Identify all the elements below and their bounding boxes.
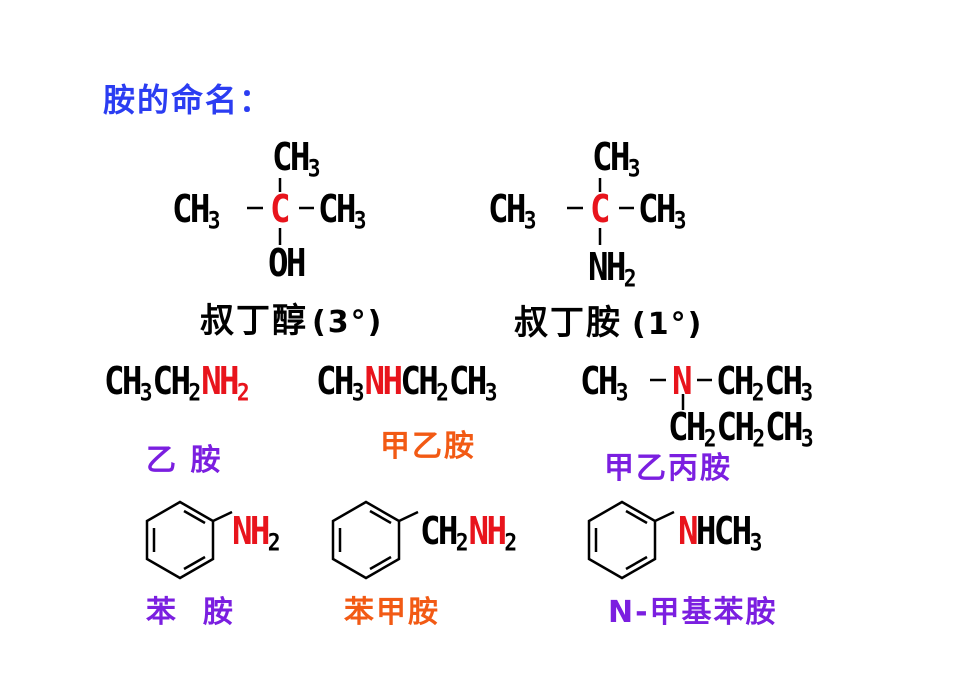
methylethylpropylamine-left: CH3: [580, 359, 629, 407]
benzylamine-name: 苯甲胺: [344, 595, 440, 630]
tbuamine-center-carbon: C: [590, 187, 611, 231]
n-methylaniline-name: N-甲基苯胺: [608, 595, 778, 630]
methylethylpropylamine-propyl: CH2CH2CH3: [668, 405, 814, 453]
tbuamine-right-methyl: CH3: [638, 187, 687, 235]
methylethylpropylamine-ethyl: CH2CH3: [716, 359, 814, 407]
methylethylpropylamine-nitrogen: N: [672, 359, 693, 403]
ethylamine-name: 乙 胺: [146, 443, 223, 478]
aniline-group: NH2: [232, 509, 281, 557]
tbuamine-top-methyl: CH3: [592, 135, 641, 183]
tbuoh-left-methyl: CH3: [172, 187, 221, 235]
tbuoh-right-methyl: CH3: [318, 187, 367, 235]
n-methylaniline-group: NHCH3: [678, 509, 763, 557]
methylethylpropylamine-name: 甲乙丙胺: [604, 451, 732, 486]
tbuoh-center-carbon: C: [270, 187, 291, 231]
benzene-ring-1: [145, 500, 215, 580]
tbuamine-name: 叔丁胺(1°): [514, 303, 704, 343]
tbuoh-hydroxyl: OH: [268, 241, 306, 285]
page-title: 胺的命名：: [103, 81, 274, 119]
benzene-ring-2: [331, 500, 401, 580]
tbuamine-amino: NH2: [588, 245, 637, 293]
tbuoh-top-methyl: CH3: [272, 135, 321, 183]
methylethylamine-formula: CH3NHCH2CH3: [316, 359, 498, 407]
benzylamine-group: CH2NH2: [420, 509, 518, 557]
aniline-name: 苯 胺: [146, 595, 235, 630]
tbuamine-left-methyl: CH3: [488, 187, 537, 235]
benzene-ring-3: [587, 500, 657, 580]
ethylamine-formula: CH3CH2NH2: [104, 359, 250, 407]
methylethylamine-name: 甲乙胺: [380, 429, 476, 464]
tbuoh-name: 叔丁醇(3°): [200, 301, 384, 341]
